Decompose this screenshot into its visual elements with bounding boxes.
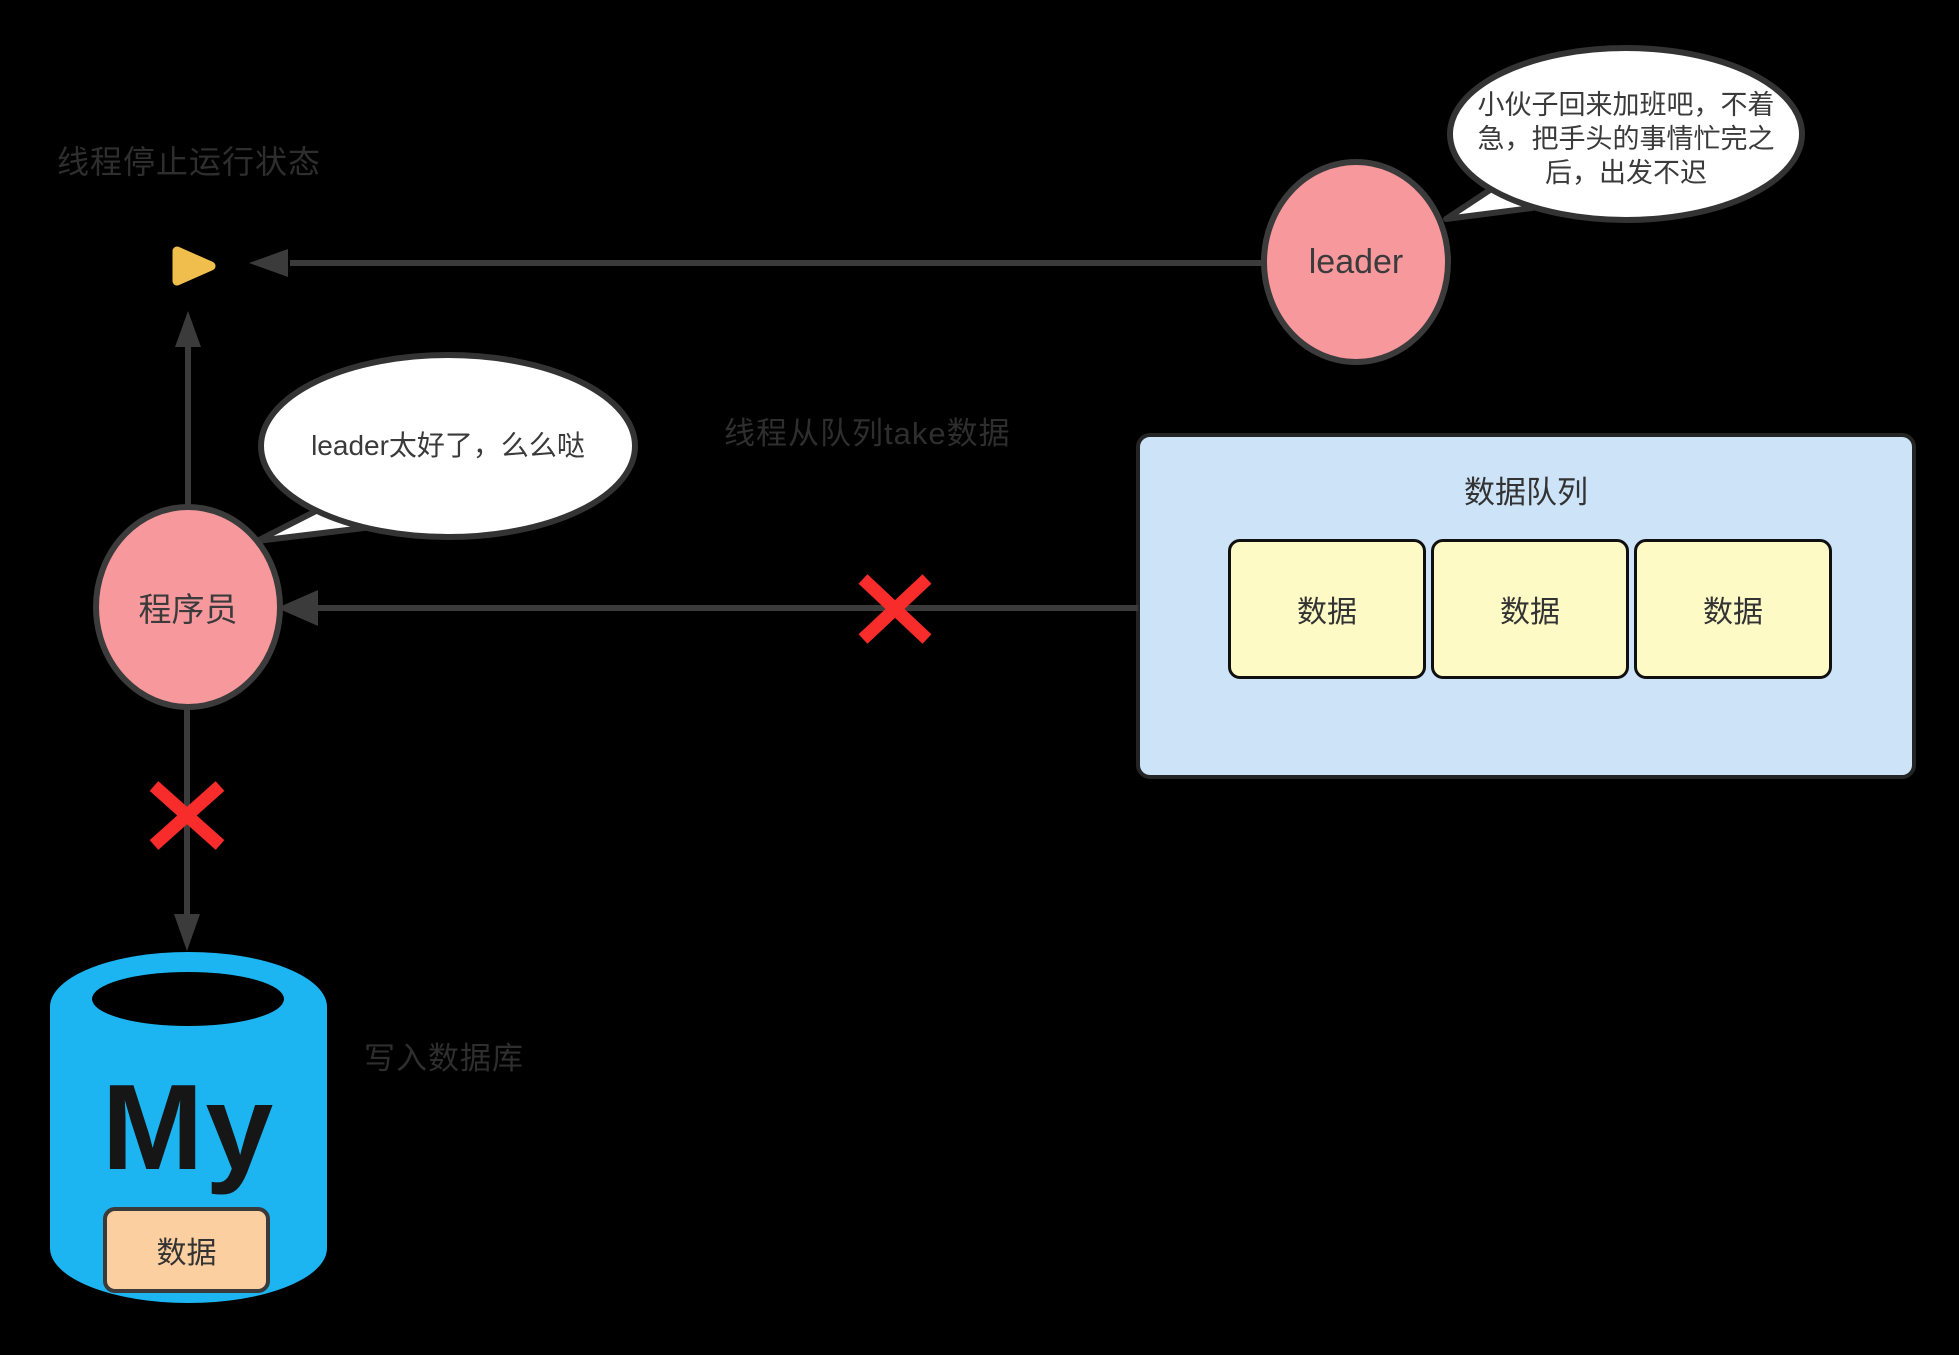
- programmer-speech-text: leader太好了，么么哒: [311, 430, 585, 461]
- take-from-queue-caption: 线程从队列take数据: [724, 416, 1011, 451]
- queue-item: 数据: [1431, 539, 1629, 679]
- db-data-box: 数据: [103, 1207, 270, 1293]
- thread-stopped-caption: 线程停止运行状态: [57, 144, 322, 180]
- cross-icon-queue-arrow: [858, 574, 932, 644]
- data-queue-panel: 数据队列 数据 数据 数据: [1136, 433, 1916, 779]
- data-queue-items: 数据 数据 数据: [1228, 539, 1832, 679]
- data-queue-title: 数据队列: [1464, 475, 1588, 510]
- write-database-caption: 写入数据库: [364, 1041, 524, 1076]
- cross-icon-db-arrow: [149, 781, 225, 850]
- queue-to-programmer-arrow: [277, 590, 1138, 626]
- mysql-logo-text: My: [101, 1059, 276, 1195]
- queue-item: 数据: [1634, 539, 1832, 679]
- leader-speech-text: 小伙子回来加班吧，不着 急，把手头的事情忙完之 后，出发不迟: [1477, 90, 1775, 188]
- leader-node-label: leader: [1308, 242, 1404, 281]
- queue-item: 数据: [1228, 539, 1426, 679]
- programmer-node: [93, 504, 283, 710]
- programmer-node-label: 程序员: [138, 591, 238, 628]
- programmer-up-arrow: [175, 311, 201, 509]
- cylinder-opening: [92, 972, 284, 1026]
- leader-node: [1261, 159, 1451, 365]
- play-triangle-icon: [172, 246, 216, 286]
- leader-to-thread-arrow: [249, 249, 1263, 277]
- programmer-speech-bubble: [254, 352, 638, 544]
- leader-speech-bubble: [1443, 45, 1805, 223]
